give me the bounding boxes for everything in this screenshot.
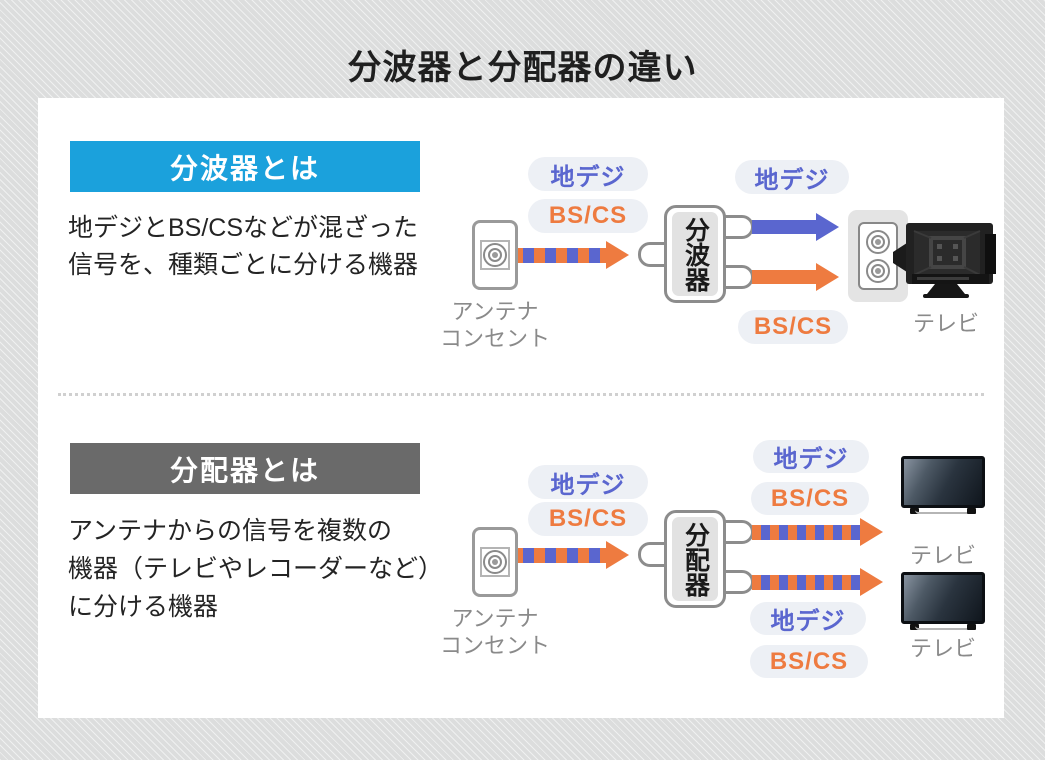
signal-pill-terrestrial: 地デジ <box>735 160 849 194</box>
splitter-device-label: 分波器 <box>672 212 718 296</box>
distributor-description-line: 機器（テレビやレコーダーなど） <box>68 555 444 583</box>
signal-pill-bscs: BS/CS <box>750 645 868 678</box>
mixed-signal-arrow <box>512 248 606 263</box>
antenna-outlet-icon <box>472 527 518 597</box>
mixed-signal-arrowhead <box>606 541 629 569</box>
tv-label: テレビ <box>909 636 976 661</box>
splitter-device: 分波器 <box>664 205 726 303</box>
tv-front-icon <box>901 572 985 633</box>
distributor-section-header: 分配器とは <box>70 443 420 494</box>
distributor-description-line: アンテナからの信号を複数の <box>68 517 393 545</box>
mixed-signal-arrowhead <box>860 568 883 596</box>
mixed-signal-arrowhead <box>860 518 883 546</box>
terrestrial-arrowhead <box>816 213 839 241</box>
bscs-arrow <box>752 270 816 284</box>
tv-front-icon <box>901 456 985 517</box>
distributor-description-line: に分ける機器 <box>68 593 219 621</box>
antenna-outlet-icon <box>472 220 518 290</box>
signal-pill-bscs: BS/CS <box>528 502 648 536</box>
mixed-signal-arrow <box>752 575 860 590</box>
distributor-description: アンテナからの信号を複数の 機器（テレビやレコーダーなど） に分ける機器 <box>68 512 488 626</box>
tv-antenna-panel-icon <box>848 210 908 302</box>
page-title: 分波器と分配器の違い <box>347 49 698 87</box>
signal-pill-bscs: BS/CS <box>528 199 648 233</box>
coax-jack-icon <box>480 240 510 270</box>
bscs-arrowhead <box>816 263 839 291</box>
mixed-signal-arrow <box>512 548 606 563</box>
distributor-device-label: 分配器 <box>672 517 718 601</box>
splitter-description-line: 信号を、種類ごとに分ける機器 <box>68 251 419 279</box>
tv-back-icon <box>893 223 996 298</box>
mixed-signal-arrow <box>752 525 860 540</box>
terrestrial-arrow <box>752 220 816 234</box>
coax-jack-icon <box>480 547 510 577</box>
mixed-signal-arrowhead <box>606 241 629 269</box>
content-card: 分波器とは 地デジとBS/CSなどが混ざった 信号を、種類ごとに分ける機器 地デ… <box>38 98 1004 718</box>
signal-pill-bscs: BS/CS <box>751 482 869 515</box>
antenna-outlet-label: アンテナ コンセント <box>439 299 550 351</box>
tv-label: テレビ <box>912 311 979 336</box>
signal-pill-bscs: BS/CS <box>738 310 848 344</box>
dotted-divider <box>58 393 984 396</box>
distributor-device: 分配器 <box>664 510 726 608</box>
tv-label: テレビ <box>909 543 976 568</box>
signal-pill-terrestrial: 地デジ <box>528 157 648 191</box>
signal-pill-terrestrial: 地デジ <box>753 440 869 473</box>
splitter-description-line: 地デジとBS/CSなどが混ざった <box>68 214 419 242</box>
splitter-section-header: 分波器とは <box>70 141 420 192</box>
signal-pill-terrestrial: 地デジ <box>528 465 648 499</box>
splitter-description: 地デジとBS/CSなどが混ざった 信号を、種類ごとに分ける機器 <box>68 210 488 284</box>
antenna-outlet-label: アンテナ コンセント <box>439 606 550 658</box>
signal-pill-terrestrial: 地デジ <box>750 602 866 635</box>
